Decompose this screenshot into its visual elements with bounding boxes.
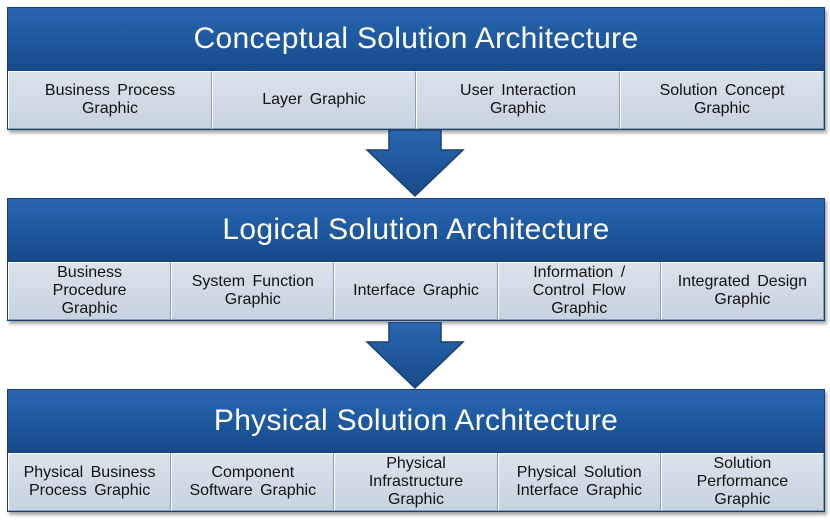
layer-item: Layer Graphic: [212, 71, 416, 129]
layer-title: Conceptual Solution Architecture: [8, 8, 824, 71]
layer-item: Component Software Graphic: [171, 453, 335, 511]
layer-item: Business Process Graphic: [8, 71, 212, 129]
layer-items: Business Process Graphic Layer Graphic U…: [8, 71, 824, 129]
down-arrow-icon: [365, 130, 465, 198]
layer-item: Interface Graphic: [334, 262, 498, 320]
layer-item: Solution Concept Graphic: [620, 71, 824, 129]
layer-item: Information / Control Flow Graphic: [497, 262, 661, 320]
layer-item: System Function Graphic: [171, 262, 335, 320]
layer-item: Integrated Design Graphic: [660, 262, 825, 320]
layer-item: Business Procedure Graphic: [8, 262, 172, 320]
layer-item: Physical Infrastructure Graphic: [334, 453, 498, 511]
layer-items: Business Procedure Graphic System Functi…: [8, 262, 825, 320]
down-arrow-icon: [365, 322, 465, 390]
logical-layer: Logical Solution Architecture Business P…: [7, 198, 825, 321]
layer-title: Logical Solution Architecture: [8, 199, 824, 262]
layer-item: Physical Business Process Graphic: [8, 453, 172, 511]
physical-layer: Physical Solution Architecture Physical …: [7, 389, 825, 512]
layer-item: Physical Solution Interface Graphic: [497, 453, 661, 511]
layer-item: User Interaction Graphic: [416, 71, 620, 129]
layer-items: Physical Business Process Graphic Compon…: [8, 453, 825, 511]
layer-title: Physical Solution Architecture: [8, 390, 824, 453]
layer-item: Solution Performance Graphic: [660, 453, 825, 511]
conceptual-layer: Conceptual Solution Architecture Busines…: [7, 7, 825, 130]
